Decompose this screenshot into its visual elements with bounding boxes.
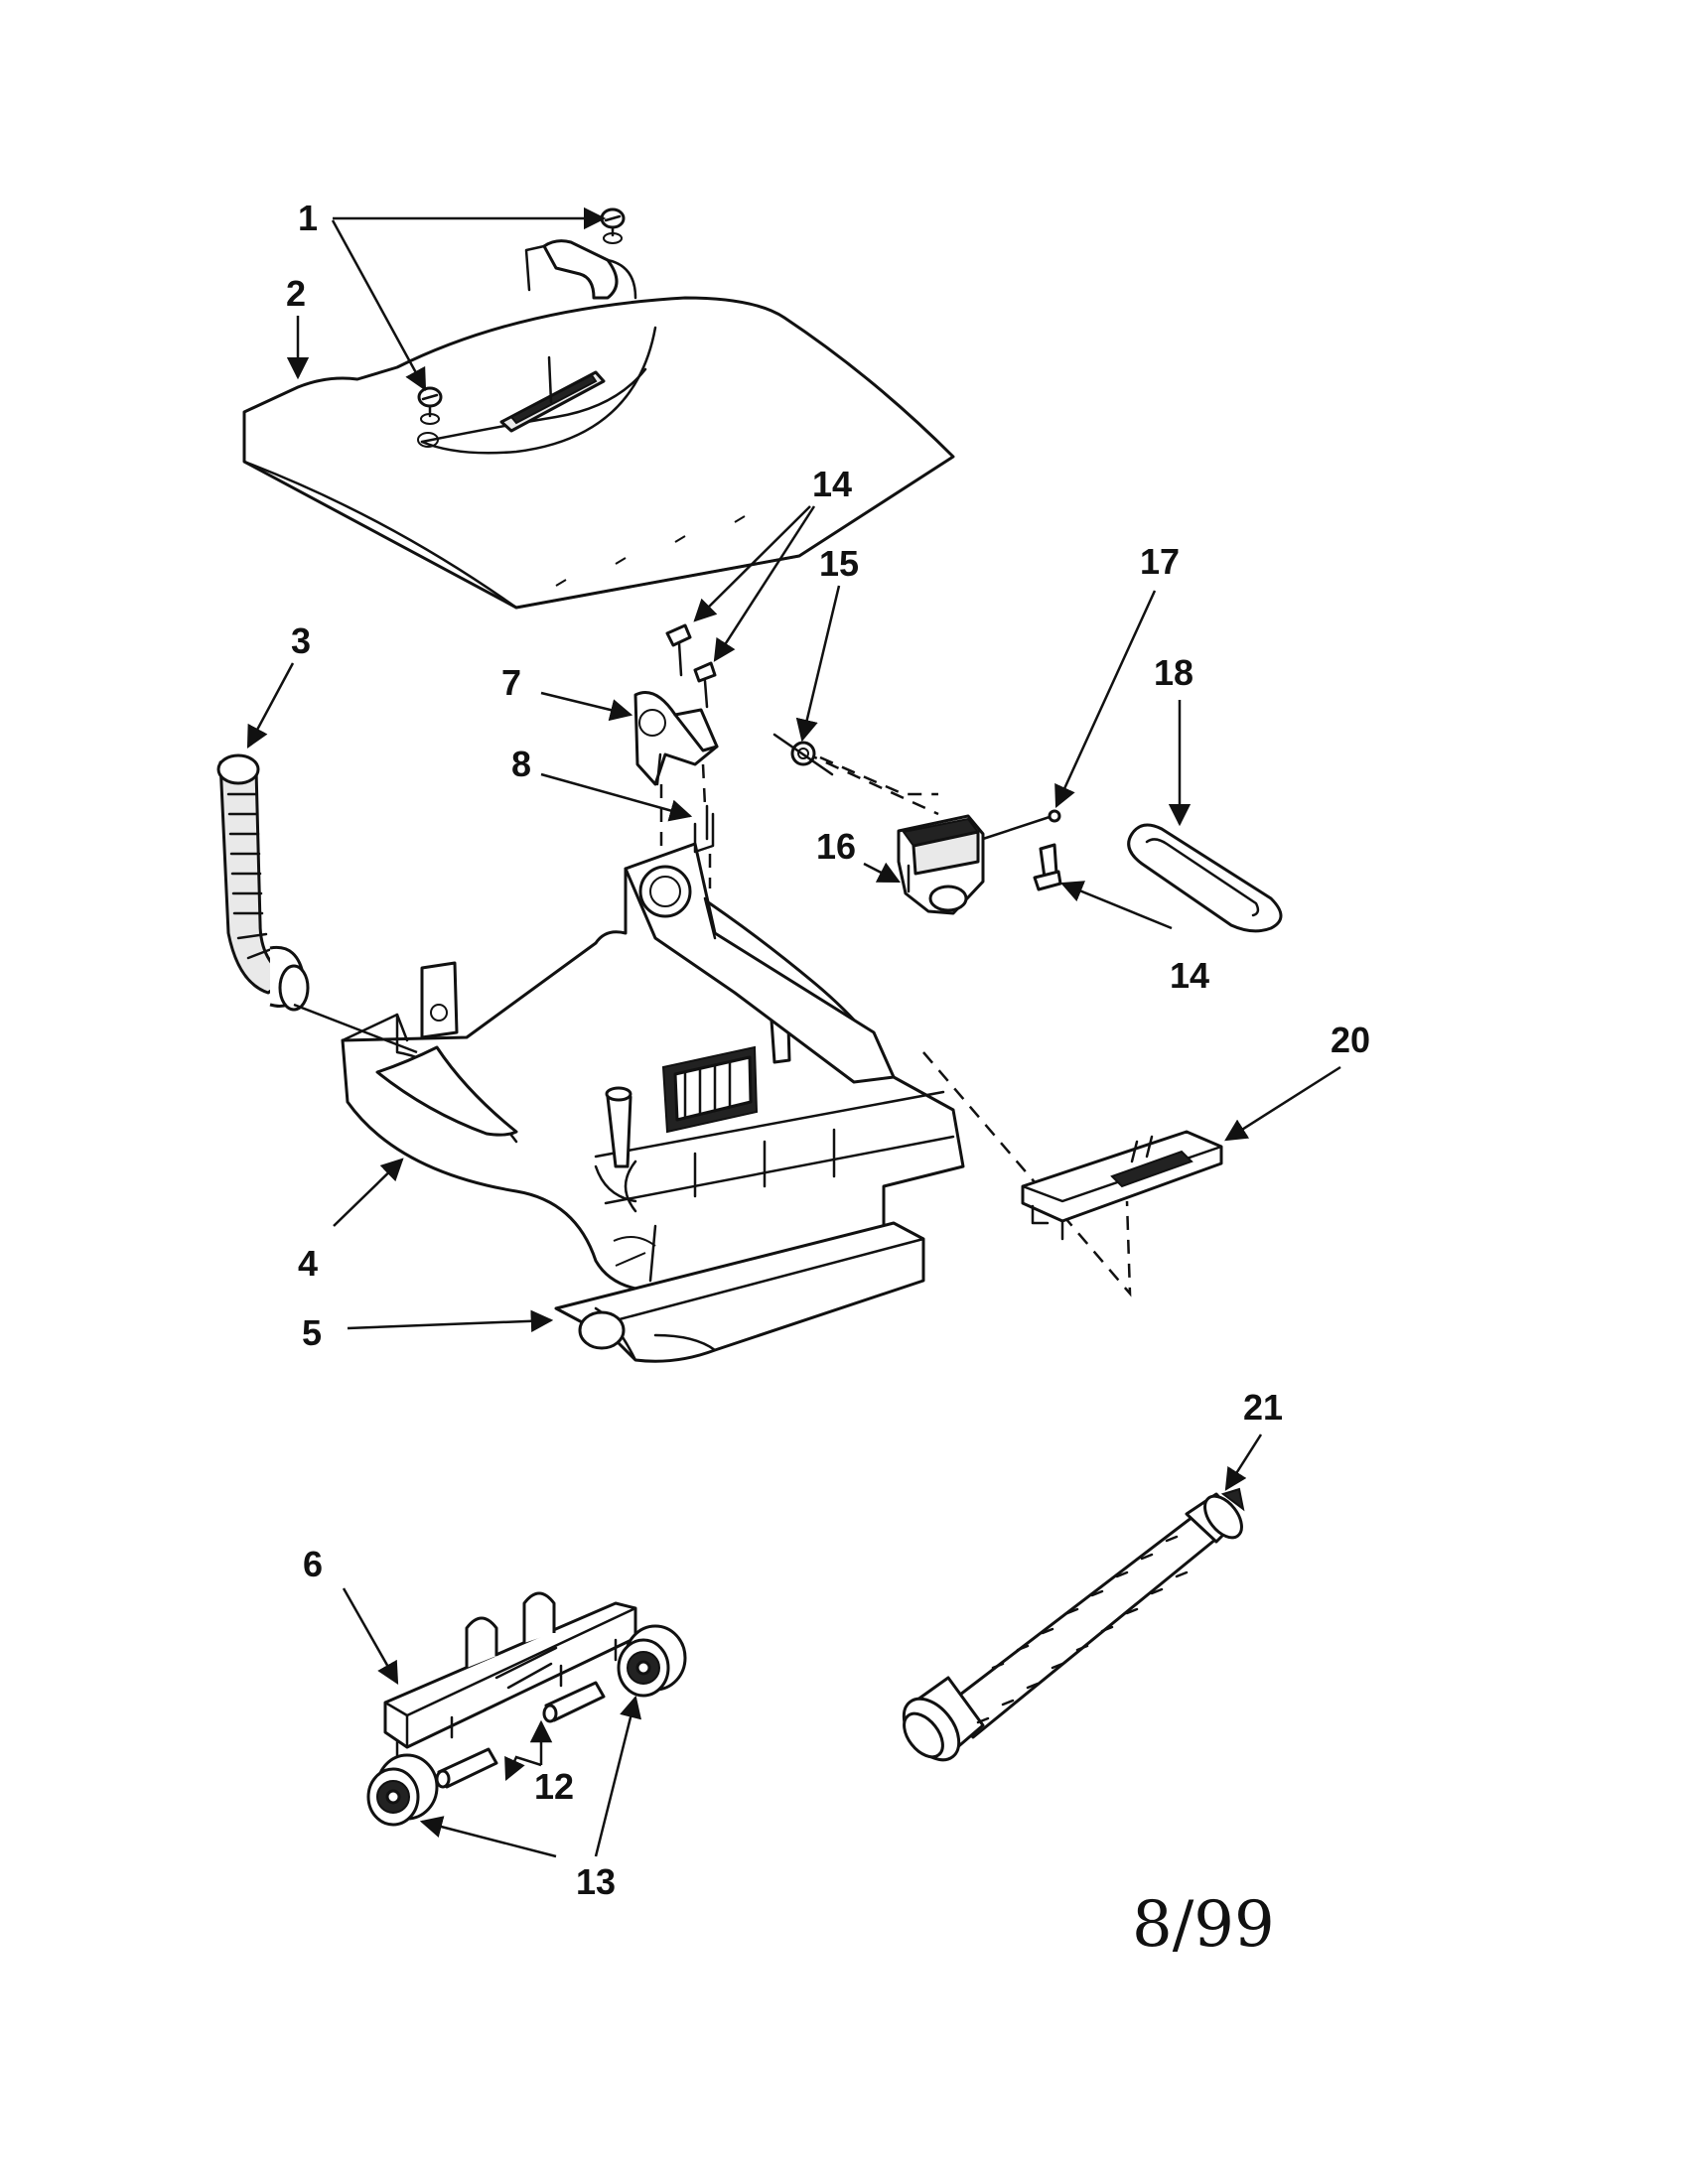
screw-icon: [693, 661, 717, 709]
brush-roll: [902, 1487, 1245, 1762]
bumper: [554, 1221, 925, 1363]
label-7: 7: [501, 662, 521, 703]
nut: [772, 733, 834, 776]
belt: [1127, 823, 1283, 933]
brush-plate: [1021, 1130, 1223, 1241]
hose: [216, 753, 310, 1012]
motor-housing: [897, 814, 985, 915]
label-18: 18: [1154, 652, 1193, 693]
label-21: 21: [1243, 1387, 1283, 1428]
label-17: 17: [1140, 541, 1180, 582]
leader-lines: [246, 206, 1341, 1858]
base-housing: [341, 842, 965, 1294]
label-8: 8: [511, 744, 531, 784]
date-code: 8/99: [1132, 1888, 1275, 1962]
screw-icon: [600, 207, 626, 244]
wheel-icon: [366, 1753, 439, 1827]
label-3: 3: [291, 620, 311, 661]
label-2: 2: [286, 273, 306, 314]
screw-icon: [1033, 843, 1062, 891]
bracket: [633, 691, 719, 786]
label-16: 16: [816, 826, 856, 867]
label-5: 5: [302, 1312, 322, 1353]
label-15: 15: [819, 543, 859, 584]
axle: [435, 1681, 606, 1789]
label-12: 12: [534, 1766, 574, 1807]
screw-icon: [417, 386, 443, 425]
label-4: 4: [298, 1243, 318, 1284]
label-13: 13: [576, 1861, 616, 1902]
label-6: 6: [303, 1544, 323, 1584]
wheel-icon: [617, 1624, 687, 1698]
label-20: 20: [1331, 1020, 1370, 1060]
label-14-bottom: 14: [1170, 955, 1209, 996]
label-1: 1: [298, 198, 318, 238]
label-14-top: 14: [812, 464, 852, 504]
wheel-bracket: [383, 1591, 637, 1764]
clip: [693, 804, 715, 854]
screw-icon: [665, 623, 692, 677]
axle-pin: [981, 809, 1061, 841]
